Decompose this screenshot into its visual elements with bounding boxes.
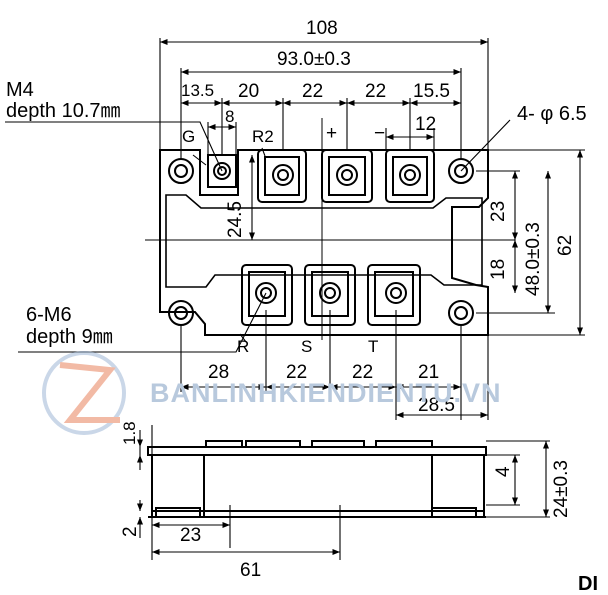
terminal-r	[241, 264, 293, 326]
dim-side-24: 24±0.3	[551, 460, 572, 518]
m6-note-line2: depth 9㎜	[26, 326, 113, 348]
terminal-plus	[321, 149, 373, 203]
dim-48: 48.0±0.3	[523, 222, 544, 296]
terminal-label-t: T	[368, 337, 379, 356]
terminal-label-r2: R2	[252, 127, 274, 146]
dim-8: 8	[225, 107, 235, 126]
dim-62: 62	[555, 234, 576, 256]
dim-1-8: 1.8	[120, 421, 139, 445]
m6-note-line1: 6-M6	[26, 304, 72, 326]
dim-2: 2	[120, 526, 141, 537]
dim-22c: 22	[286, 362, 308, 383]
holes-note: 4- φ 6.5	[517, 103, 587, 125]
dim-overall-width: 108	[306, 18, 338, 39]
terminal-label-s: S	[301, 337, 313, 356]
module-top-outline	[159, 149, 489, 336]
terminal-t	[367, 264, 421, 326]
dim-20: 20	[238, 81, 260, 102]
dim-22b: 22	[365, 81, 387, 102]
dim-23: 23	[488, 200, 509, 222]
hole-bottom-right	[448, 300, 474, 326]
watermark-logo	[42, 351, 126, 435]
dim-12: 12	[415, 114, 437, 135]
dim-15-5: 15.5	[413, 81, 450, 102]
terminal-minus	[385, 149, 435, 203]
side-dimension-lines	[136, 425, 550, 560]
terminal-r2	[257, 149, 307, 203]
side-view	[147, 440, 487, 518]
terminal-label-plus: +	[326, 123, 338, 144]
dim-18: 18	[488, 258, 509, 280]
dim-side-23: 23	[180, 525, 202, 546]
hole-top-left	[168, 158, 194, 184]
dim-mount-pitch: 93.0±0.3	[277, 49, 351, 70]
dim-61: 61	[240, 560, 262, 581]
dim-22d: 22	[352, 362, 374, 383]
terminals-bottom-row	[241, 264, 421, 326]
dim-side-4: 4	[493, 466, 514, 477]
watermark-text: BANLINHKIENDIENTU.VN	[150, 378, 502, 408]
dim-13-5: 13.5	[181, 81, 215, 100]
dim-22a: 22	[302, 81, 324, 102]
terminal-label-g: G	[182, 127, 196, 146]
terminal-label-r: R	[237, 337, 250, 356]
terminal-label-minus: −	[374, 123, 386, 144]
corner-text: DI	[578, 573, 598, 595]
top-dimension-lines	[159, 38, 585, 420]
mounting-holes	[168, 158, 474, 326]
m4-note-line1: M4	[6, 79, 34, 101]
dim-28-5: 28.5	[418, 395, 455, 416]
m4-note-line2: depth 10.7㎜	[6, 100, 121, 122]
dim-28: 28	[208, 362, 230, 383]
dim-24-5: 24.5	[225, 201, 246, 238]
dim-21: 21	[418, 362, 440, 383]
terminals-top-row	[207, 149, 435, 203]
